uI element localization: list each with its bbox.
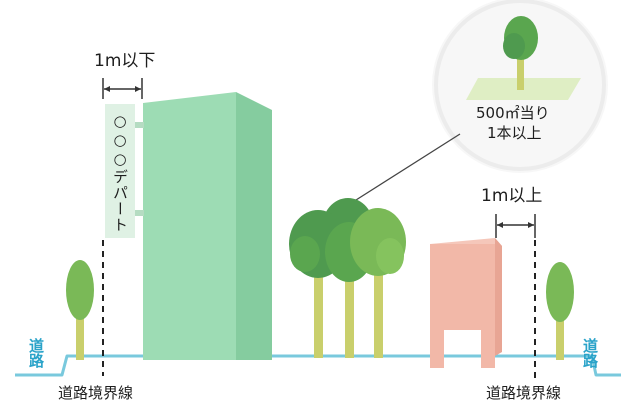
road-label-left: 道路 (27, 337, 45, 368)
tree-cluster (289, 198, 406, 358)
tree-rule-line2: 1本以上 (487, 124, 542, 142)
setback-dimension: 1m以上 (481, 186, 542, 238)
ground-line (15, 354, 621, 377)
road-label-right: 道路 (581, 337, 599, 368)
sign-board (105, 104, 135, 238)
building (143, 92, 236, 360)
projecting-sign: ○○○デパート (105, 104, 144, 238)
sign-spacing-label: 1m以下 (94, 51, 155, 71)
boundary-label-right: 道路境界線 (486, 384, 561, 402)
tree-rule-line1: 500㎡当り (476, 104, 550, 122)
sign-text: ○○○デパート (111, 112, 129, 233)
building-side (236, 92, 272, 360)
boundary-label-left: 道路境界線 (58, 384, 133, 402)
setback-label: 1m以上 (481, 186, 542, 206)
small-tree-right (546, 262, 574, 360)
billboard (430, 238, 502, 368)
callout-leader (355, 133, 461, 201)
tree-rule-callout: 500㎡当り 1本以上 (432, 0, 608, 173)
sign-spacing-dimension: 1m以下 (94, 51, 155, 99)
small-tree-left (66, 260, 94, 360)
